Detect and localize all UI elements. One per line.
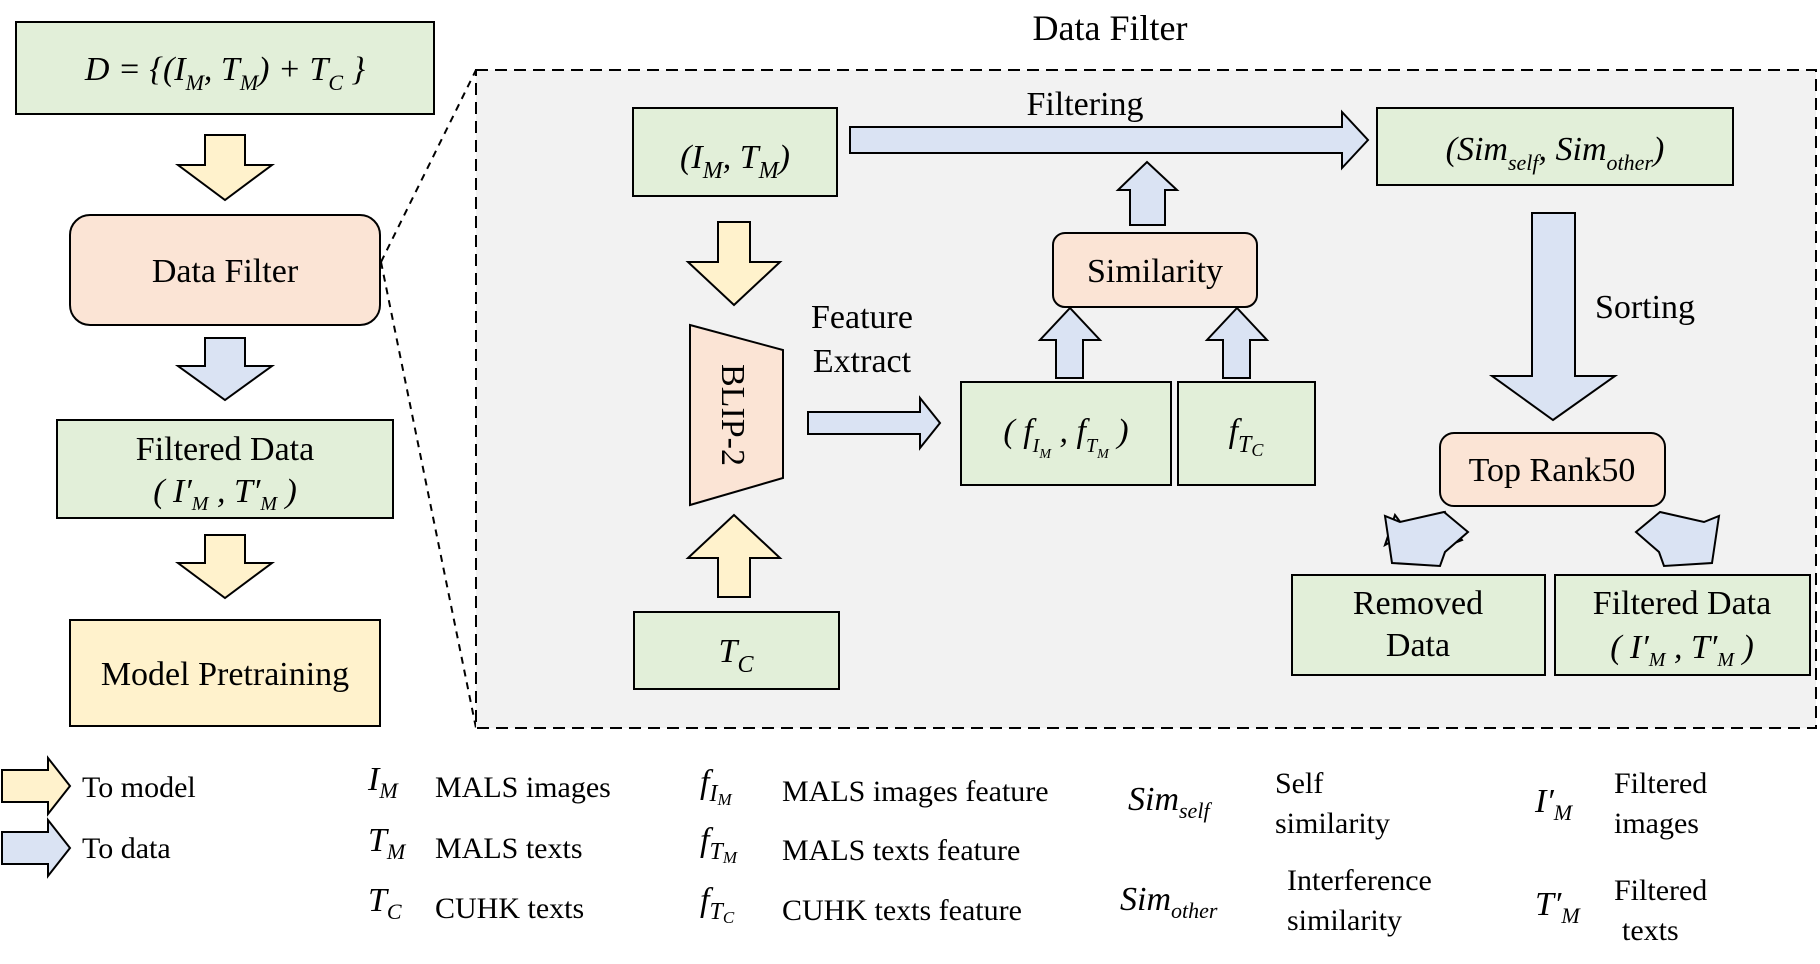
- filtered-data-right-box: Filtered Data ( I′M , T′M ): [1554, 574, 1811, 676]
- removed-label-line1: Removed: [1353, 585, 1483, 622]
- to-model-arrow-1: [174, 134, 276, 202]
- text-feature-to-similarity-arrow: [1204, 306, 1270, 379]
- blip2-label: BLIP-2: [714, 364, 751, 466]
- input-to-blip-arrow: [685, 221, 783, 307]
- legend-symbol-ftm: fTM: [700, 822, 738, 867]
- sim-pair-label: (Simself, Simother): [1446, 131, 1665, 175]
- tc-to-blip-arrow: [685, 513, 783, 598]
- legend-desc-tm: MALS texts: [435, 832, 583, 865]
- legend-symbol-i-prime: I′M: [1534, 783, 1574, 825]
- feature-extract-line2: Extract: [813, 343, 912, 380]
- input-pair-box: (IM, TM): [632, 107, 838, 197]
- legend-symbol-tc: TC: [368, 882, 402, 924]
- data-filter-box: Data Filter: [69, 214, 381, 326]
- zoom-line-bottom: [380, 261, 477, 729]
- legend-symbol-ftc: fTC: [700, 882, 735, 927]
- legend-desc-sim-other-1: Interference: [1287, 864, 1432, 897]
- similarity-box: Similarity: [1052, 232, 1258, 308]
- model-pretraining-box: Model Pretraining: [69, 619, 381, 727]
- legend-desc-fim: MALS images feature: [782, 775, 1049, 808]
- input-pair-label: (IM, TM): [680, 139, 790, 184]
- tc-input-label: TC: [719, 633, 755, 678]
- feature-pair-to-similarity-arrow: [1037, 306, 1103, 379]
- legend-symbol-sim-other: Simother: [1120, 881, 1218, 923]
- diagram-title: Data Filter: [1033, 8, 1188, 48]
- legend-desc-sim-other-2: similarity: [1287, 904, 1402, 937]
- legend-desc-i-prime-2: images: [1614, 807, 1699, 840]
- legend-desc-sim-self-2: similarity: [1275, 807, 1390, 840]
- legend-desc-ftm: MALS texts feature: [782, 834, 1020, 867]
- removed-data-box: Removed Data: [1291, 574, 1546, 676]
- filtered-data-label: Filtered Data: [136, 431, 314, 468]
- filtered-right-tuple: ( I′M , T′M ): [1610, 629, 1754, 671]
- removed-label-line2: Data: [1386, 627, 1450, 664]
- similarity-to-filtering-arrow: [1115, 160, 1180, 226]
- legend-desc-t-prime-2: texts: [1622, 914, 1679, 947]
- feature-extract-arrow: [807, 395, 942, 451]
- model-pretraining-label: Model Pretraining: [101, 656, 349, 693]
- legend-desc-i-prime-1: Filtered: [1614, 767, 1707, 800]
- similarity-label: Similarity: [1087, 253, 1223, 290]
- top-rank-label: Top Rank50: [1469, 452, 1636, 489]
- legend-symbol-t-prime: T′M: [1535, 886, 1581, 928]
- to-data-arrow-1: [174, 337, 276, 402]
- legend-to-data-label: To data: [82, 832, 171, 865]
- top-rank-to-filtered-arrow: [1634, 510, 1721, 568]
- dataset-box: D = {(IM, TM) + TC }: [15, 21, 435, 115]
- dataset-formula: D = {(IM, TM) + TC }: [84, 51, 366, 95]
- data-filter-label: Data Filter: [152, 253, 299, 290]
- feature-pair-label: ( fIM , fTM ): [1003, 413, 1128, 462]
- filtered-data-box: Filtered Data ( I′M , T′M ): [56, 419, 394, 519]
- tc-input-box: TC: [633, 611, 840, 690]
- legend-to-data-arrow: [1, 817, 72, 879]
- feature-extract-line1: Feature: [811, 299, 913, 336]
- legend-symbol-tm: TM: [368, 822, 407, 864]
- zoom-line-top: [380, 69, 477, 263]
- legend-desc-sim-self-1: Self: [1275, 767, 1323, 800]
- to-model-arrow-2: [174, 534, 276, 600]
- legend-to-model-arrow: [1, 755, 72, 817]
- sim-pair-box: (Simself, Simother): [1376, 107, 1734, 186]
- legend-desc-t-prime-1: Filtered: [1614, 874, 1707, 907]
- text-feature-box: fTC: [1177, 381, 1316, 486]
- filtering-arrow: [849, 109, 1370, 171]
- legend-symbol-sim-self: Simself: [1128, 781, 1212, 823]
- feature-pair-box: ( fIM , fTM ): [960, 381, 1172, 486]
- sorting-label: Sorting: [1595, 289, 1695, 326]
- filtered-data-tuple: ( I′M , T′M ): [153, 473, 297, 515]
- blip2-encoder: BLIP-2: [689, 323, 784, 507]
- legend-to-model-label: To model: [82, 771, 196, 804]
- filtered-right-line1: Filtered Data: [1593, 585, 1771, 622]
- legend-symbol-im: IM: [367, 761, 399, 803]
- legend-desc-ftc: CUHK texts feature: [782, 894, 1022, 927]
- filtering-label: Filtering: [1026, 86, 1143, 123]
- sorting-arrow: [1488, 212, 1619, 422]
- legend-symbol-fim: fIM: [700, 764, 732, 809]
- legend-desc-im: MALS images: [435, 771, 611, 804]
- top-rank-to-removed-arrow-shape: [1383, 510, 1470, 568]
- top-rank-box: Top Rank50: [1439, 432, 1666, 507]
- legend-desc-tc: CUHK texts: [435, 892, 584, 925]
